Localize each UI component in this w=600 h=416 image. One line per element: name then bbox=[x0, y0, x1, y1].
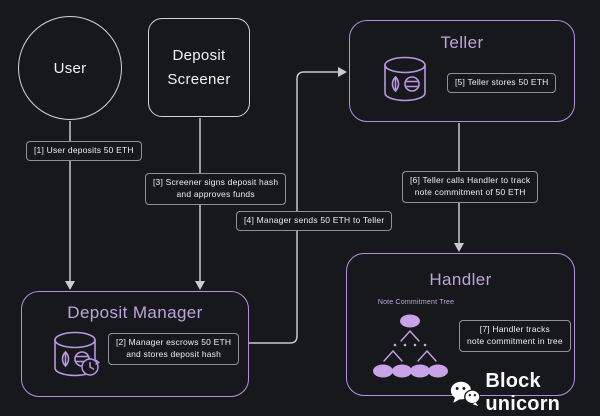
wechat-icon bbox=[450, 381, 481, 406]
handler-note-line1: [7] Handler tracks bbox=[479, 324, 550, 334]
node-user: User bbox=[18, 16, 122, 120]
note-commitment-tree-label: Note Commitment Tree bbox=[377, 299, 455, 306]
step3-label: [3] Screener signs deposit hash and appr… bbox=[145, 173, 287, 205]
watermark-block-unicorn: Block unicorn bbox=[450, 370, 600, 416]
teller-title: Teller bbox=[440, 33, 484, 52]
teller-note-label: [5] Teller stores 50 ETH bbox=[447, 73, 557, 93]
database-cylinder-icon bbox=[384, 56, 426, 102]
step6-line2: note commitment of 50 ETH bbox=[414, 186, 526, 197]
deposit-manager-title: Deposit Manager bbox=[67, 303, 203, 322]
clock-history-icon bbox=[81, 358, 100, 376]
arrowhead-down bbox=[454, 243, 464, 252]
manager-note-label: [2] Manager escrows 50 ETH and stores de… bbox=[108, 333, 240, 365]
step3-line2: and approves funds bbox=[176, 188, 255, 199]
manager-note-line2: and stores deposit hash bbox=[126, 348, 222, 359]
manager-note-line1: [2] Manager escrows 50 ETH bbox=[116, 337, 232, 347]
step1-label: [1] User deposits 50 ETH bbox=[26, 141, 142, 161]
step4-label: [4] Manager sends 50 ETH to Teller bbox=[236, 211, 393, 231]
step3-line1: [3] Screener signs deposit hash bbox=[153, 177, 279, 187]
arrowhead-right bbox=[338, 67, 347, 77]
node-deposit-manager: Deposit Manager [2] Manager escrows 50 E… bbox=[21, 291, 249, 397]
user-label: User bbox=[53, 59, 87, 77]
deposit-screener-label: Deposit Screener bbox=[167, 47, 231, 88]
watermark-text: Block unicorn bbox=[485, 370, 561, 415]
step6-line1: [6] Teller calls Handler to track bbox=[410, 175, 531, 185]
node-teller: Teller [5] Teller stores 50 ETH bbox=[349, 20, 575, 122]
arrowhead-down bbox=[65, 281, 75, 290]
arrowhead-down bbox=[195, 281, 205, 290]
handler-note-line2: note commitment in tree bbox=[467, 335, 563, 346]
merkle-tree-icon bbox=[373, 314, 448, 378]
node-deposit-screener: Deposit Screener bbox=[148, 18, 250, 117]
step6-label: [6] Teller calls Handler to track note c… bbox=[402, 171, 539, 203]
handler-title: Handler bbox=[429, 270, 492, 289]
arrow-manager-to-teller bbox=[249, 71, 339, 344]
handler-note-label: [7] Handler tracks note commitment in tr… bbox=[459, 320, 571, 352]
